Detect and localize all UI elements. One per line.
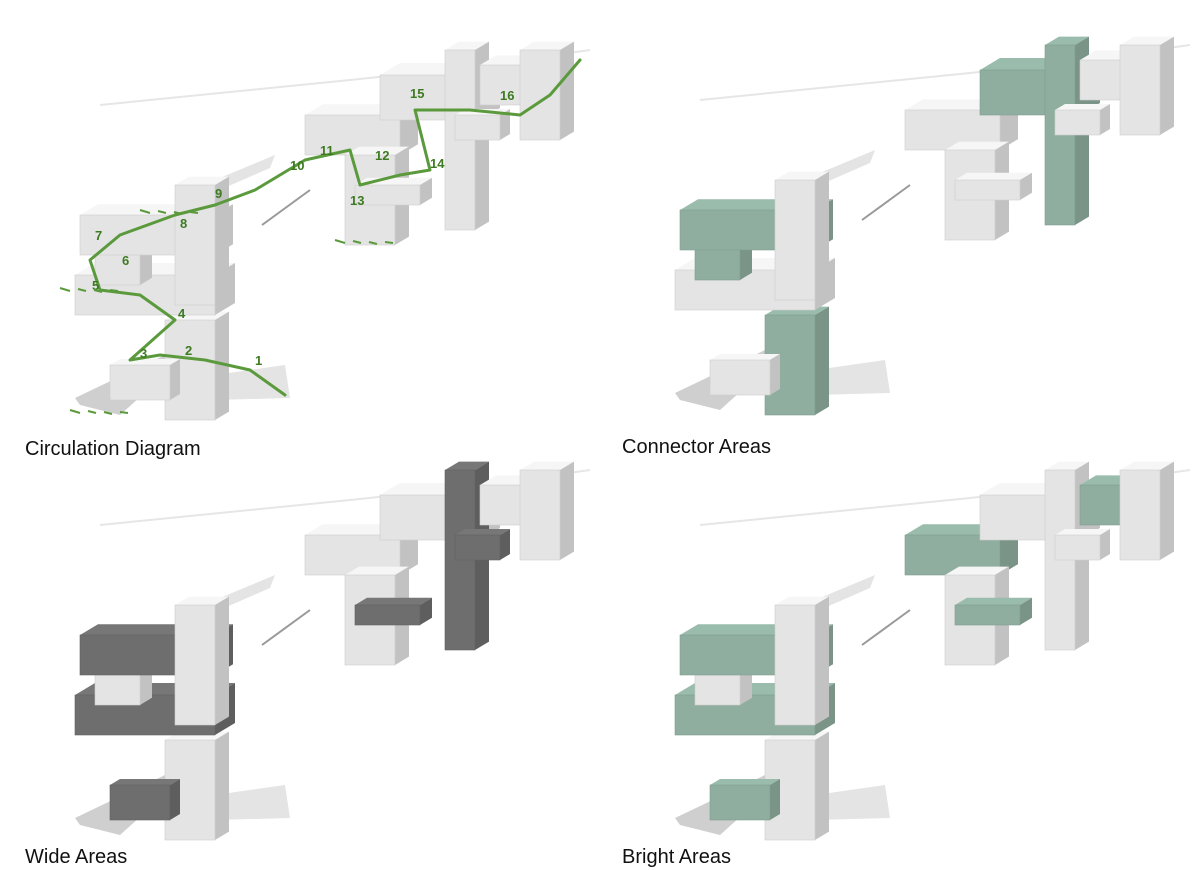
circulation-step-label: 15 xyxy=(410,86,424,101)
circulation-step-label: 16 xyxy=(500,88,514,103)
circulation-step-label: 8 xyxy=(180,216,187,231)
connector-rod xyxy=(261,189,311,226)
bridge-stub xyxy=(815,150,875,187)
circulation-step-label: 14 xyxy=(430,156,445,171)
building-block xyxy=(764,731,829,841)
building-block xyxy=(774,596,829,726)
circulation-step-label: 3 xyxy=(140,346,147,361)
connector-rod xyxy=(861,184,911,221)
building-block xyxy=(709,779,780,821)
bright-model xyxy=(674,461,1190,841)
ramp xyxy=(815,785,890,820)
building-block xyxy=(109,359,180,401)
building-block xyxy=(709,354,780,396)
connector-model xyxy=(674,36,1190,416)
circulation-step-label: 7 xyxy=(95,228,102,243)
building-block xyxy=(454,529,510,561)
circulation-step-label: 10 xyxy=(290,158,304,173)
building-block xyxy=(519,41,574,141)
connector-rod xyxy=(861,609,911,646)
panel-wide-areas xyxy=(0,440,590,870)
bridge-stub xyxy=(815,575,875,612)
building-block xyxy=(109,779,180,821)
wide-model xyxy=(74,461,590,841)
panel-connector-areas xyxy=(600,15,1190,445)
emphasis-marks xyxy=(69,409,129,415)
caption-bright-areas: Bright Areas xyxy=(622,846,731,868)
caption-wide-areas: Wide Areas xyxy=(25,846,128,868)
building-block xyxy=(174,596,229,726)
circulation-step-label: 11 xyxy=(320,143,334,158)
emphasis-marks xyxy=(139,209,199,215)
building-block xyxy=(354,177,432,206)
circulation-step-label: 9 xyxy=(215,186,222,201)
emphasis-marks xyxy=(59,287,119,293)
panel-bright-areas xyxy=(600,440,1190,870)
circulation-step-label: 4 xyxy=(178,306,186,321)
building-block xyxy=(954,597,1032,626)
ramp xyxy=(815,360,890,395)
building-block xyxy=(1054,529,1110,561)
emphasis-marks xyxy=(334,239,394,245)
ramp xyxy=(215,365,290,400)
building-block xyxy=(1054,104,1110,136)
building-block xyxy=(354,597,432,626)
building-block xyxy=(454,109,510,141)
circulation-step-label: 6 xyxy=(122,253,129,268)
building-block xyxy=(774,171,829,301)
circulation-step-label: 5 xyxy=(92,278,99,293)
building-block xyxy=(1119,36,1174,136)
bridge-stub xyxy=(215,155,275,192)
caption-connector-areas: Connector Areas xyxy=(622,436,771,458)
building-block xyxy=(174,176,229,306)
circulation-path xyxy=(88,58,582,397)
circulation-step-label: 2 xyxy=(185,343,192,358)
connector-rod xyxy=(261,609,311,646)
building-block xyxy=(764,306,829,416)
bridge-stub xyxy=(215,575,275,612)
building-block xyxy=(1119,461,1174,561)
circulation-step-label: 12 xyxy=(375,148,389,163)
circulation-step-label: 13 xyxy=(350,193,364,208)
building-block xyxy=(954,172,1032,201)
circulation-step-label: 1 xyxy=(255,353,262,368)
ramp xyxy=(215,785,290,820)
caption-circulation-diagram: Circulation Diagram xyxy=(25,438,201,460)
building-block xyxy=(519,461,574,561)
